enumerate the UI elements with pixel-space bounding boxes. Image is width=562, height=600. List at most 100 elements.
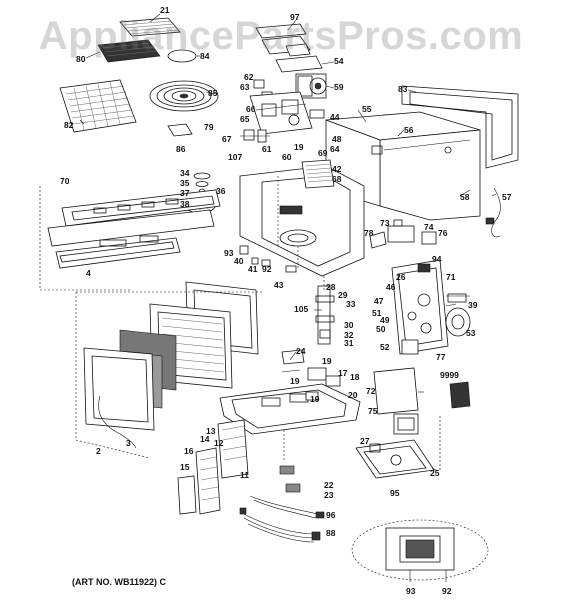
callout-68: 68 — [332, 174, 342, 184]
callout-25: 25 — [430, 468, 440, 478]
part-21-vent-grille — [119, 17, 181, 37]
callout-15: 15 — [180, 462, 190, 472]
callout-42: 42 — [332, 164, 342, 174]
leader-lines — [79, 13, 497, 471]
callout-93a: 93 — [224, 248, 234, 258]
callout-30: 30 — [344, 320, 354, 330]
part-75-transformer — [393, 413, 419, 435]
callout-34: 34 — [180, 168, 190, 178]
callout-71: 71 — [446, 272, 456, 282]
callout-53: 53 — [466, 328, 476, 338]
callout-54: 54 — [334, 56, 344, 66]
part-57-power-cord — [485, 187, 501, 238]
callout-57: 57 — [502, 192, 512, 202]
callout-37: 37 — [180, 188, 190, 198]
callout-83: 83 — [398, 84, 408, 94]
part-88-wire-harness — [239, 507, 321, 543]
callout-85: 85 — [208, 88, 218, 98]
callout-4: 4 — [86, 268, 91, 278]
part-70-control-panel — [61, 189, 221, 227]
part-85-turntable-tray — [149, 80, 219, 112]
callout-93b: 93 — [406, 586, 416, 596]
callout-19a: 19 — [294, 142, 304, 152]
callout-19b: 19 — [322, 356, 332, 366]
part-20-base-plate — [219, 383, 361, 460]
callout-69: 69 — [318, 148, 328, 158]
callout-67: 67 — [222, 134, 232, 144]
part-44-switch — [309, 109, 325, 119]
callout-28: 28 — [326, 282, 336, 292]
callout-23: 23 — [324, 490, 334, 500]
callout-61: 61 — [262, 144, 272, 154]
part-96-wire-harness — [249, 495, 325, 519]
bracket-door-bottom — [75, 439, 151, 459]
callout-43: 43 — [274, 280, 284, 290]
callout-47: 47 — [374, 296, 384, 306]
callout-107: 107 — [228, 152, 242, 162]
callout-14: 14 — [200, 434, 210, 444]
callout-22: 22 — [324, 480, 334, 490]
callout-52: 52 — [380, 342, 390, 352]
callout-86: 86 — [176, 144, 186, 154]
callout-18: 18 — [350, 372, 360, 382]
callout-19c: 19 — [290, 376, 300, 386]
callout-76: 76 — [438, 228, 448, 238]
part-86-plate — [167, 123, 193, 137]
part-9999-manual — [449, 381, 471, 409]
part-15-panel — [177, 475, 197, 515]
callout-65: 65 — [240, 114, 250, 124]
callout-74: 74 — [424, 222, 434, 232]
callout-9999: 9999 — [440, 370, 459, 380]
callout-12: 12 — [214, 438, 224, 448]
callout-94: 94 — [432, 254, 442, 264]
part-80-grease-filter — [97, 39, 161, 63]
callout-72: 72 — [366, 386, 376, 396]
part-13-14-board — [217, 419, 249, 479]
callout-92b: 92 — [442, 586, 452, 596]
callout-29: 29 — [338, 290, 348, 300]
part-52-switch — [401, 339, 419, 355]
callout-38: 38 — [180, 199, 190, 209]
callout-63: 63 — [240, 82, 250, 92]
part-4-door-trim — [47, 209, 215, 269]
callout-16: 16 — [184, 446, 194, 456]
callout-32: 32 — [344, 330, 354, 340]
part-73-74-capacitor — [387, 219, 437, 245]
part-72-cover — [373, 367, 419, 415]
callout-96: 96 — [326, 510, 336, 520]
callout-60: 60 — [282, 152, 292, 162]
callout-26: 26 — [396, 272, 406, 282]
part-39-53-fan — [445, 293, 471, 337]
callout-80: 80 — [76, 54, 86, 64]
callout-58: 58 — [460, 192, 470, 202]
callout-2: 2 — [96, 446, 101, 456]
callout-97: 97 — [290, 12, 300, 22]
callout-31: 31 — [344, 338, 354, 348]
part-40-41-92-brackets — [239, 245, 271, 267]
callout-24: 24 — [296, 346, 306, 356]
callout-77: 77 — [436, 352, 446, 362]
callout-35: 35 — [180, 178, 190, 188]
callout-84: 84 — [200, 51, 210, 61]
part-82-oven-rack — [59, 79, 137, 133]
part-16-keypad — [195, 447, 221, 515]
callout-92a: 92 — [262, 264, 272, 274]
callout-73: 73 — [380, 218, 390, 228]
part-84-ring — [167, 49, 197, 63]
callout-46: 46 — [386, 282, 396, 292]
part-17-18-19-base-components — [281, 349, 341, 401]
callout-82: 82 — [64, 120, 74, 130]
callout-41: 41 — [248, 264, 258, 274]
callout-20: 20 — [348, 390, 358, 400]
callout-78: 78 — [364, 228, 374, 238]
callout-36: 36 — [216, 186, 226, 196]
callout-3: 3 — [126, 438, 131, 448]
callout-48: 48 — [332, 134, 342, 144]
part-54-fan-housing — [275, 43, 323, 73]
callout-59: 59 — [334, 82, 344, 92]
callout-labels: 21 97 80 84 54 62 59 63 85 83 82 66 65 5… — [60, 5, 512, 596]
callout-75: 75 — [368, 406, 378, 416]
callout-21: 21 — [160, 5, 170, 15]
part-25-base-tray — [355, 439, 435, 479]
